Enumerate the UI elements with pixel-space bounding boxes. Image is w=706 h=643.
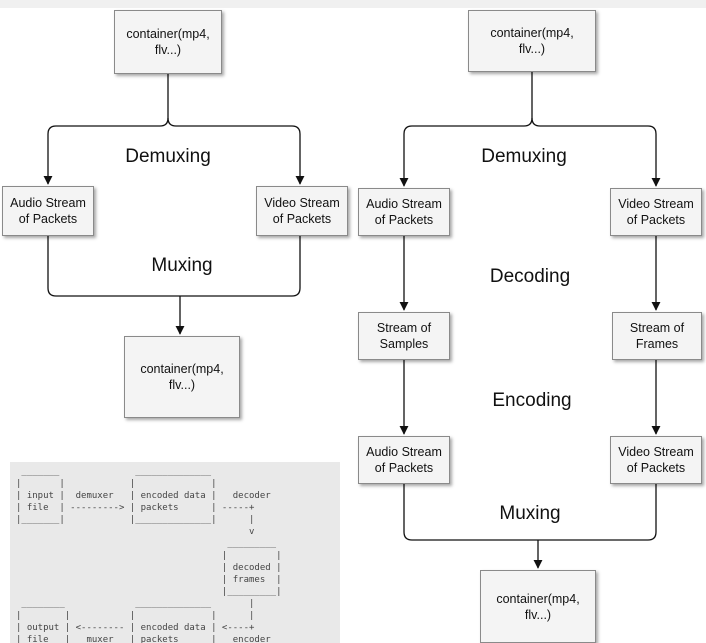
left-video-stream-box: Video Stream of Packets (256, 186, 348, 236)
right-video-packets-in-box: Video Stream of Packets (610, 188, 702, 236)
right-demux-line-audio (399, 72, 533, 187)
left-mux-line (47, 236, 301, 297)
left-bottom-container-box: container(mp4, flv...) (124, 336, 240, 418)
left-demux-line-video (167, 117, 305, 185)
ascii-pipeline-diagram: _______ ______________ | | | | | input |… (10, 462, 340, 643)
right-encoding-label: Encoding (492, 390, 572, 411)
right-bottom-container-box: container(mp4, flv...) (480, 570, 596, 643)
right-top-container-box: container(mp4, flv...) (468, 10, 596, 72)
left-audio-stream-box: Audio Stream of Packets (2, 186, 94, 236)
right-video-packets-out-box: Video Stream of Packets (610, 436, 702, 484)
right-samples-box: Stream of Samples (358, 312, 450, 360)
left-muxing-label: Muxing (151, 255, 213, 276)
right-decoding-label: Decoding (489, 266, 571, 287)
ascii-pipeline-text: _______ ______________ | | | | | input |… (16, 467, 282, 643)
right-audio-packets-in-box: Audio Stream of Packets (358, 188, 450, 236)
right-muxing-label: Muxing (499, 503, 561, 524)
right-mux-line (403, 484, 657, 541)
right-frames-box: Stream of Frames (612, 312, 702, 360)
right-audio-packets-out-box: Audio Stream of Packets (358, 436, 450, 484)
left-demuxing-label: Demuxing (125, 146, 211, 167)
left-demux-line-audio (43, 74, 169, 185)
right-demux-line-video (531, 117, 661, 187)
right-demuxing-label: Demuxing (481, 146, 567, 167)
top-strip (0, 0, 706, 8)
left-top-container-box: container(mp4, flv...) (114, 10, 222, 74)
